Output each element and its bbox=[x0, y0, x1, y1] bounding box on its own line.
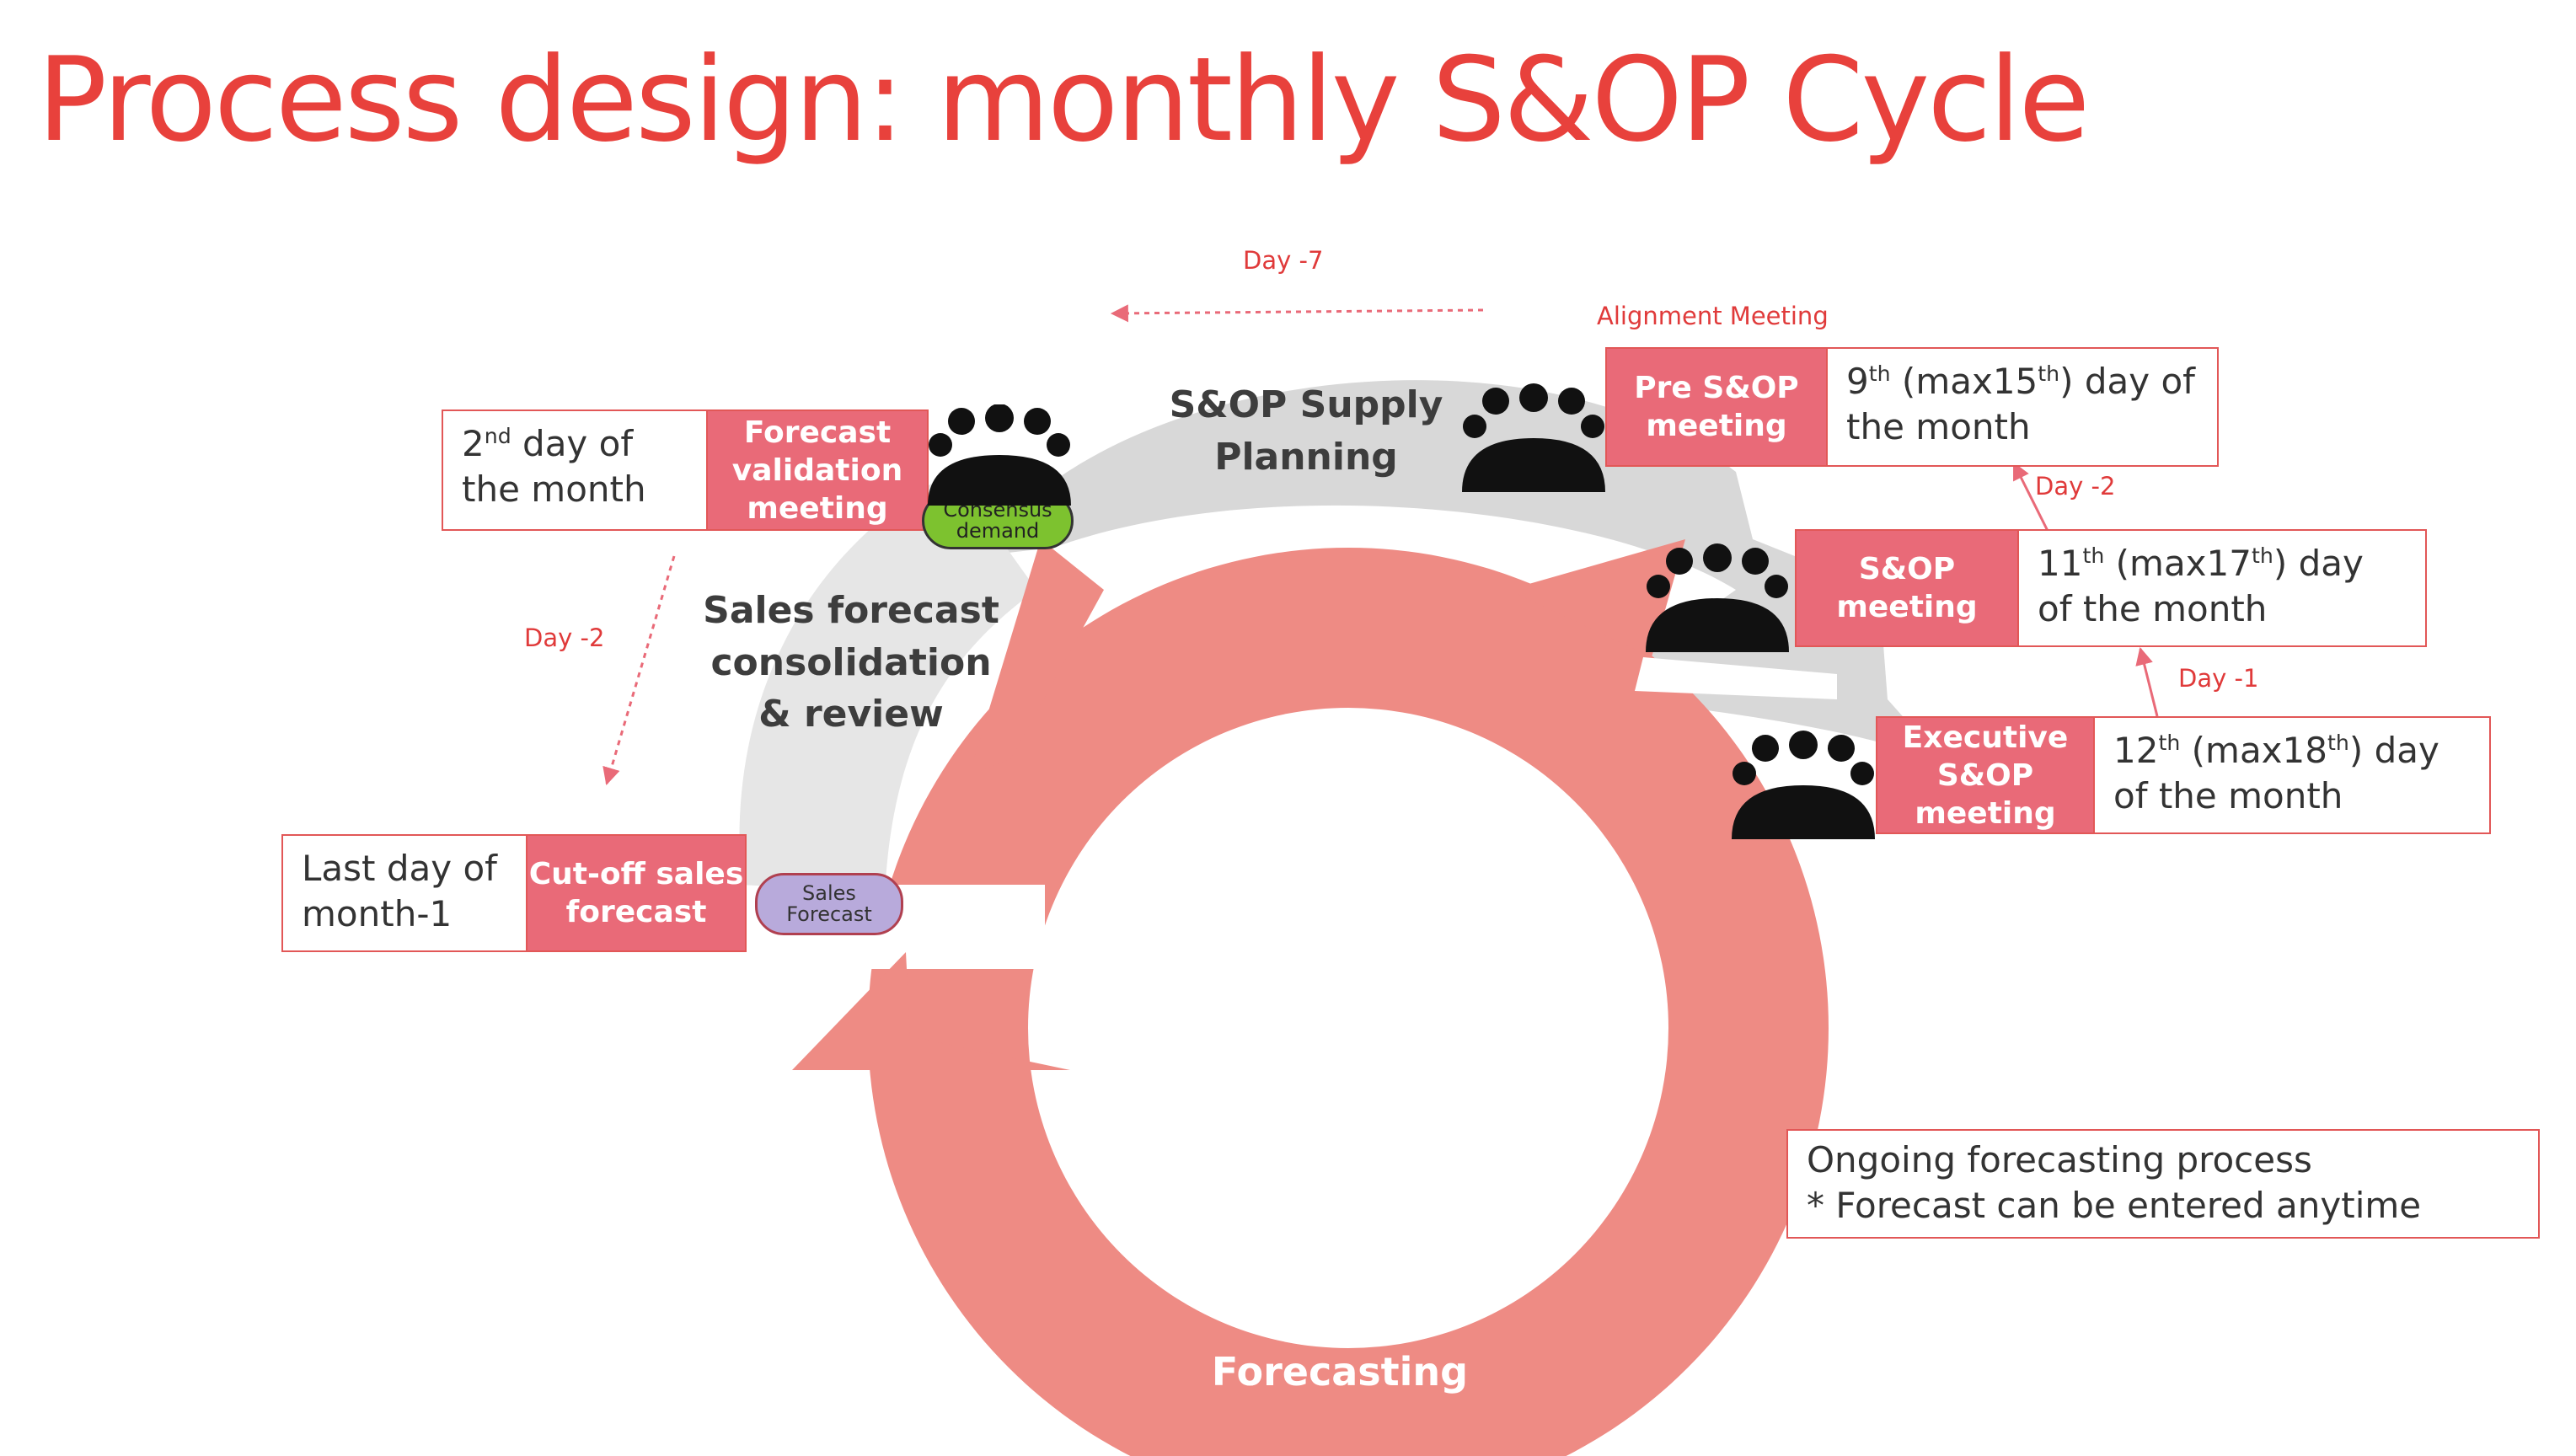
cutoff-sales-forecast: Cut-off sales forecast bbox=[526, 834, 747, 952]
consolidation-arc bbox=[739, 472, 1036, 893]
phase-sales-forecasting: Sales Forecasting bbox=[1211, 1295, 1469, 1395]
day2-right-arrow bbox=[2012, 462, 2049, 532]
day1-arrow bbox=[2135, 646, 2159, 717]
forecast-validation-date: 2nd day of the month bbox=[442, 410, 708, 531]
sales-forecasting-ring bbox=[868, 548, 1829, 1456]
pre-sop-date: 9th (max15th) day of the month bbox=[1826, 347, 2219, 467]
label-alignment-meeting: Alignment Meeting bbox=[1597, 302, 1829, 330]
sop-meeting: S&OP meeting bbox=[1795, 529, 2019, 647]
arrow-head-forecast bbox=[792, 952, 1070, 1070]
sop-date: 11th (max17th) day of the month bbox=[2017, 529, 2427, 647]
executive-sop-meeting: Executive S&OP meeting bbox=[1876, 716, 2095, 834]
cutoff-date: Last day of month-1 bbox=[281, 834, 528, 952]
day2-left-arrow bbox=[602, 555, 676, 786]
arrow-head-consolidation bbox=[969, 539, 1104, 775]
ring-gap-left bbox=[868, 885, 1045, 969]
arrow-head-supply bbox=[1508, 539, 1685, 657]
executive-sop-date: 12th (max18th) day of the month bbox=[2093, 716, 2491, 834]
meeting-people-icon-pre-sop bbox=[1462, 383, 1605, 492]
pre-sop-meeting: Pre S&OP meeting bbox=[1605, 347, 1828, 467]
label-day-7: Day -7 bbox=[1243, 246, 1324, 275]
sales-forecast-pill: Sales Forecast bbox=[755, 873, 903, 935]
slide-title: Process design: monthly S&OP Cycle bbox=[37, 32, 2090, 168]
meeting-people-icon-sop bbox=[1646, 543, 1789, 652]
ring-gap-right bbox=[1635, 657, 1837, 699]
day7-arrow bbox=[1110, 304, 1484, 323]
label-day-1: Day -1 bbox=[2178, 664, 2259, 693]
label-day-2-left: Day -2 bbox=[524, 624, 605, 652]
meeting-people-icon-forecast bbox=[928, 404, 1071, 506]
forecast-validation-meeting: Forecast validation meeting bbox=[706, 410, 929, 531]
label-day-2-right: Day -2 bbox=[2035, 472, 2116, 500]
phase-consolidation: Sales forecast consolidation & review bbox=[703, 589, 999, 736]
phase-supply-planning: S&OP Supply Planning bbox=[1169, 383, 1443, 479]
meeting-people-icon-executive bbox=[1732, 731, 1875, 839]
ongoing-forecast-note: Ongoing forecasting process * Forecast c… bbox=[1786, 1129, 2540, 1239]
